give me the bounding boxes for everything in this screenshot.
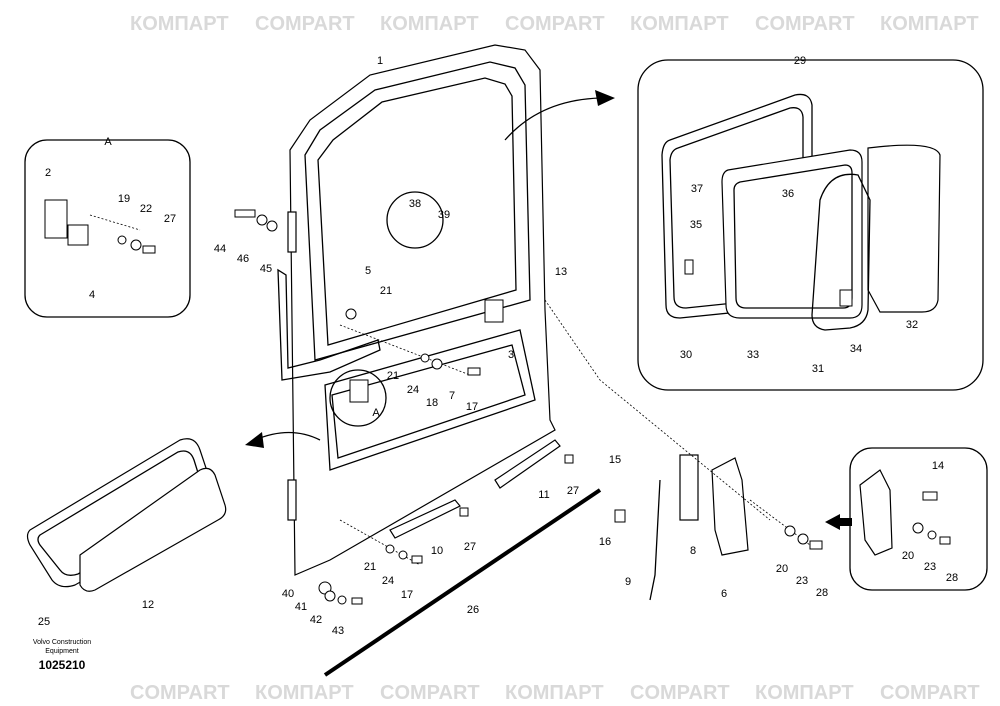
callout-26: 26 <box>467 604 479 616</box>
callout-28: 28 <box>816 587 828 599</box>
manufacturer-label: Volvo Construction Equipment <box>32 639 92 655</box>
leader-dotted <box>544 299 771 521</box>
callout-39: 39 <box>438 209 450 221</box>
rail-10 <box>389 499 461 539</box>
detail-a-title: A <box>104 136 112 148</box>
callout-34: 34 <box>850 343 862 355</box>
callout-21: 21 <box>387 370 399 382</box>
drawing-number: 1025210 <box>38 658 86 672</box>
callout-46: 46 <box>237 253 249 265</box>
callout-6: 6 <box>721 588 727 600</box>
watermark-text: КОМПАРТ <box>755 682 854 704</box>
callout-14: 14 <box>932 460 944 472</box>
view-arrow-icon <box>825 514 852 530</box>
callout-13: 13 <box>555 266 567 278</box>
callout-21: 21 <box>380 285 392 297</box>
cover-plate-detail <box>859 469 893 556</box>
leader-dotted <box>749 499 811 546</box>
callout-1: 1 <box>377 55 383 67</box>
callout-20: 20 <box>902 550 914 562</box>
fasteners <box>44 199 951 605</box>
arrowhead-icon <box>595 90 615 106</box>
callout-11: 11 <box>538 489 549 501</box>
callout-22: 22 <box>140 203 152 215</box>
watermark-text: COMPART <box>255 13 355 35</box>
detail-a-frame <box>24 139 191 318</box>
callout-43: 43 <box>332 625 344 637</box>
watermark-text: КОМПАРТ <box>505 682 604 704</box>
callout-24: 24 <box>407 384 419 396</box>
callout-27: 27 <box>164 213 176 225</box>
callout-25: 25 <box>38 616 50 628</box>
callout-32: 32 <box>906 319 918 331</box>
detail-a-reference: A <box>372 407 380 419</box>
callout-4: 4 <box>89 289 95 301</box>
rail-11 <box>494 439 561 489</box>
callout-45: 45 <box>260 263 272 275</box>
leader-dotted <box>89 214 141 231</box>
callout-33: 33 <box>747 349 759 361</box>
callout-24: 24 <box>382 575 394 587</box>
watermark-text: КОМПАРТ <box>880 13 979 35</box>
watermark-text: КОМПАРТ <box>630 13 729 35</box>
latch-rod <box>649 479 661 601</box>
callout-2: 2 <box>45 167 51 179</box>
callout-44: 44 <box>214 243 226 255</box>
callout-30: 30 <box>680 349 692 361</box>
watermark-text: COMPART <box>130 682 230 704</box>
callout-21: 21 <box>364 561 376 573</box>
watermark-text: COMPART <box>880 682 980 704</box>
callout-20: 20 <box>776 563 788 575</box>
callout-27: 27 <box>567 485 579 497</box>
window-glass-set <box>661 93 941 331</box>
watermark-text: КОМПАРТ <box>380 13 479 35</box>
watermark-text: КОМПАРТ <box>255 682 354 704</box>
callout-17: 17 <box>401 589 413 601</box>
detail-bubble-a <box>329 369 387 427</box>
callout-23: 23 <box>924 561 936 573</box>
arrow-to-window-detail <box>504 97 601 141</box>
door-assembly <box>277 44 556 576</box>
detail-bubble-38-39 <box>386 191 444 249</box>
callout-37: 37 <box>691 183 703 195</box>
callout-31: 31 <box>812 363 824 375</box>
callout-3: 3 <box>508 349 514 361</box>
watermark-text: КОМПАРТ <box>130 13 229 35</box>
callout-41: 41 <box>295 601 307 613</box>
watermark-text: COMPART <box>755 13 855 35</box>
callout-10: 10 <box>431 545 443 557</box>
callout-5: 5 <box>365 265 371 277</box>
watermark-layer: КОМПАРТ COMPART КОМПАРТ COMPART КОМПАРТ COMPA… <box>130 13 980 704</box>
arrowhead-icon <box>245 432 264 448</box>
callout-28: 28 <box>946 572 958 584</box>
callout-19: 19 <box>118 193 130 205</box>
callout-35: 35 <box>690 219 702 231</box>
callout-17: 17 <box>466 401 478 413</box>
watermark-text: COMPART <box>630 682 730 704</box>
callout-38: 38 <box>409 198 421 210</box>
watermark-text: COMPART <box>505 13 605 35</box>
callout-23: 23 <box>796 575 808 587</box>
leader-dotted <box>339 324 471 376</box>
watermark-text: COMPART <box>380 682 480 704</box>
callout-29: 29 <box>794 55 806 67</box>
seal-strip <box>323 488 602 677</box>
callout-27: 27 <box>464 541 476 553</box>
callout-36: 36 <box>782 188 794 200</box>
callout-9: 9 <box>625 576 631 588</box>
latch-unit <box>679 454 699 521</box>
cover-plate <box>711 457 749 556</box>
callout-12: 12 <box>142 599 154 611</box>
callout-18: 18 <box>426 397 438 409</box>
callout-42: 42 <box>310 614 322 626</box>
callout-8: 8 <box>690 545 696 557</box>
callout-7: 7 <box>449 390 455 402</box>
callout-16: 16 <box>599 536 611 548</box>
callout-15: 15 <box>609 454 621 466</box>
callout-40: 40 <box>282 588 294 600</box>
lower-window-seal <box>26 438 227 592</box>
window-detail-frame <box>637 59 984 391</box>
